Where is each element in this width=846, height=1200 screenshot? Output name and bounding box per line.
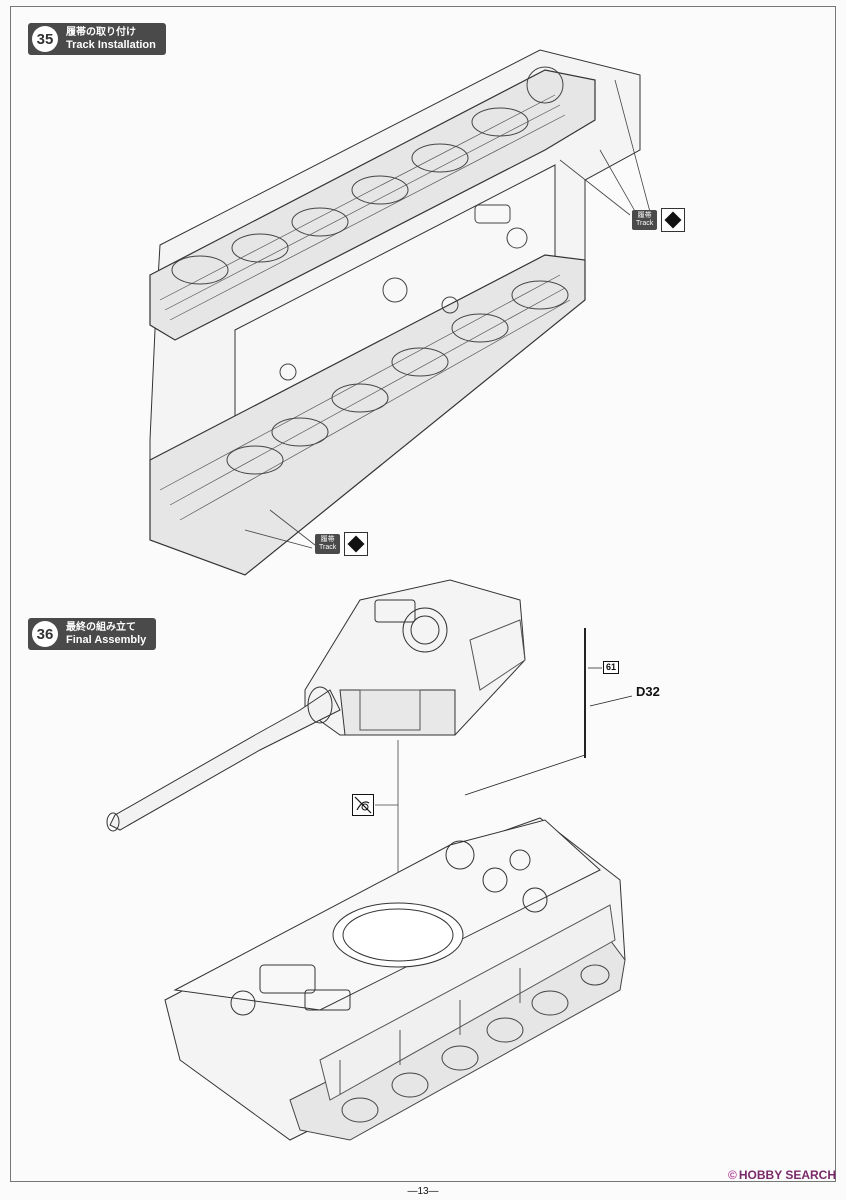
road-wheels-lower: [226, 280, 569, 475]
track-label-jp: 履帯: [320, 536, 335, 543]
step-35-badge: 35 履帯の取り付け Track Installation: [28, 23, 166, 55]
tank-hull: [164, 817, 626, 1141]
step-36-number: 36: [32, 621, 58, 647]
step-36-title-jp: 最終の組み立て: [66, 622, 136, 633]
page-number: —13—: [407, 1186, 439, 1197]
track-label-en: Track: [636, 220, 654, 227]
hull-bottom-view: [149, 49, 641, 576]
hull-hatches: [279, 204, 528, 381]
track-leader-lines: [244, 79, 651, 549]
hobby-search-watermark: © HOBBY SEARCH: [728, 1168, 836, 1182]
track-label-en: Track: [319, 544, 337, 551]
diamond-icon: [661, 208, 686, 232]
step-36-title-en: Final Assembly: [66, 634, 147, 646]
step-35-title-jp: 履帯の取り付け: [66, 27, 136, 38]
track-callout-label: 履帯 Track: [632, 210, 658, 230]
side-armor: [319, 904, 616, 1101]
watermark-mark: ©: [728, 1168, 737, 1182]
step-35-title-en: Track Installation: [66, 39, 156, 51]
track-callout-upper: 履帯 Track: [632, 208, 686, 232]
diamond-icon: [344, 532, 369, 556]
step-35-number: 35: [32, 26, 58, 52]
turret: [304, 579, 526, 736]
antenna: [464, 628, 633, 796]
page-frame: [10, 6, 836, 1182]
tank-road-wheels: [341, 964, 610, 1123]
part-number-box: 61: [603, 661, 620, 674]
track-callout-lower: 履帯 Track: [315, 532, 369, 556]
step-36-badge: 36 最終の組み立て Final Assembly: [28, 618, 157, 650]
road-wheels-upper: [171, 66, 564, 285]
no-glue-icon: [352, 794, 374, 816]
main-gun: [106, 686, 341, 832]
track-links-upper: [159, 94, 566, 321]
watermark-text: HOBBY SEARCH: [738, 1168, 836, 1182]
track-label-jp: 履帯: [637, 212, 652, 219]
track-callout-label: 履帯 Track: [315, 534, 341, 554]
part-code-label: D32: [636, 684, 660, 699]
